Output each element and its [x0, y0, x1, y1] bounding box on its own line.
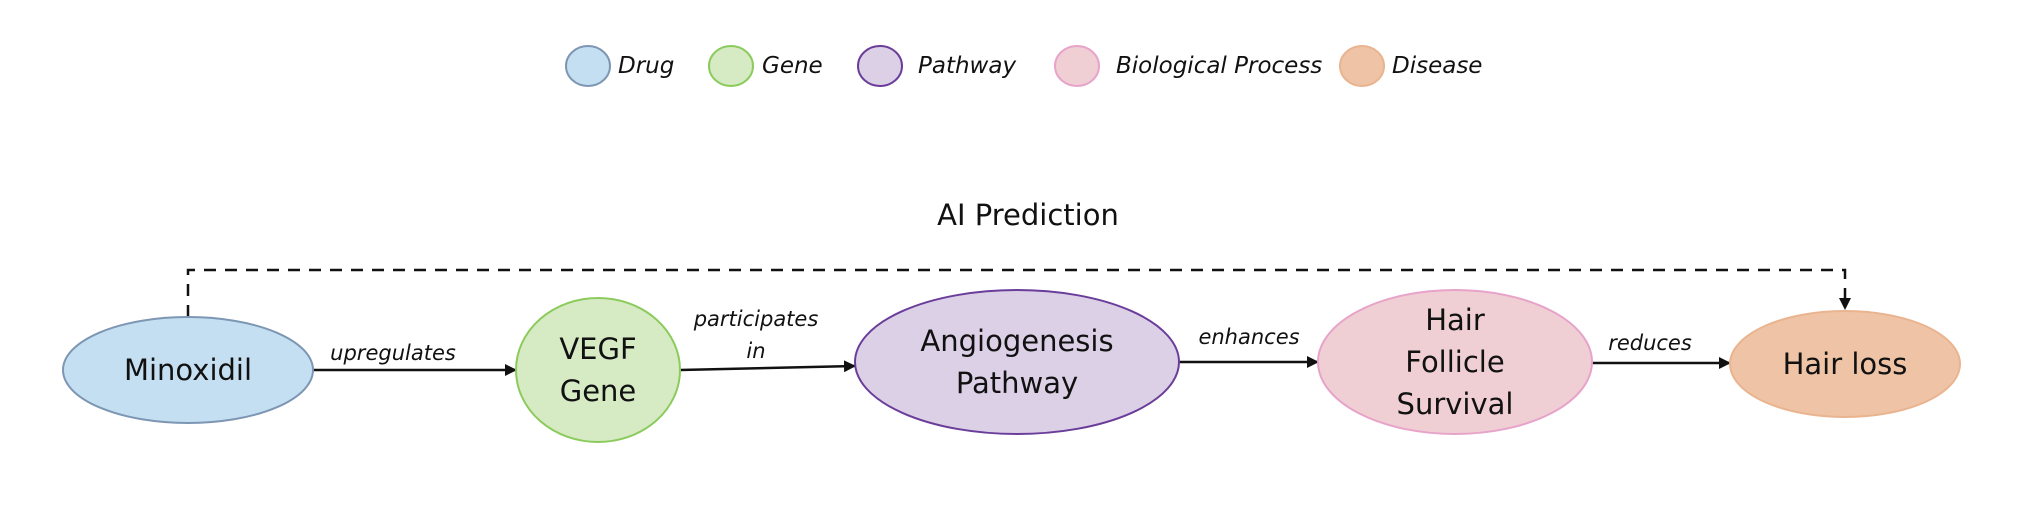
legend-item-gene: Gene: [708, 45, 823, 87]
node-label-follicle: Hair: [1425, 303, 1485, 337]
legend-item-disease: Disease: [1339, 45, 1482, 87]
node-label-angiogenesis: Angiogenesis: [920, 324, 1113, 358]
node-minoxidil[interactable]: Minoxidil: [62, 316, 314, 424]
legend-label-pathway: Pathway: [918, 53, 1016, 79]
predicted-edge: [186, 268, 1851, 317]
edge-label-minoxidil-vegf: upregulates: [330, 341, 456, 365]
legend: Drug Gene Pathway Biological Process Disease: [565, 45, 1482, 87]
legend-item-biological-process: Biological Process: [1054, 45, 1322, 87]
legend-label-gene: Gene: [762, 53, 823, 79]
node-label-vegf: Gene: [560, 374, 637, 408]
legend-item-pathway: Pathway: [857, 45, 1016, 87]
node-label-follicle: Follicle: [1405, 345, 1504, 379]
edge-label-follicle-hairloss: reduces: [1608, 331, 1692, 355]
node-shape-follicle: [1317, 289, 1593, 435]
legend-swatch-drug: [565, 45, 611, 87]
legend-label-biological-process: Biological Process: [1116, 53, 1322, 79]
edges: upregulates participates in enhances reduces: [313, 307, 1731, 376]
node-label-vegf: VEGF: [559, 332, 636, 366]
legend-label-disease: Disease: [1392, 53, 1482, 79]
node-shape-hairloss: [1729, 310, 1961, 418]
edge-vegf-angiogenesis: participates in: [679, 307, 856, 373]
node-label-hairloss: Hair loss: [1783, 347, 1908, 381]
node-label-follicle: Survival: [1397, 387, 1514, 421]
predicted-edge-path: [186, 268, 1851, 317]
node-label-angiogenesis: Pathway: [956, 366, 1078, 400]
node-shape-angiogenesis: [854, 289, 1180, 435]
node-shape-minoxidil: [62, 316, 314, 424]
edge-angiogenesis-follicle: enhances: [1179, 325, 1319, 368]
node-label-minoxidil: Minoxidil: [124, 353, 252, 387]
edge-follicle-hairloss: reduces: [1592, 331, 1731, 369]
edge-label-vegf-angiogenesis: in: [746, 339, 765, 363]
ai-prediction-label: AI Prediction: [937, 198, 1119, 232]
legend-swatch-disease: [1339, 45, 1385, 87]
node-vegf[interactable]: VEGF Gene: [515, 297, 681, 443]
node-hairloss[interactable]: Hair loss: [1729, 310, 1961, 418]
node-shape-vegf: [515, 297, 681, 443]
legend-label-drug: Drug: [618, 53, 674, 79]
legend-swatch-gene: [708, 45, 754, 87]
legend-swatch-pathway: [857, 45, 903, 87]
legend-swatch-biological-process: [1054, 45, 1100, 87]
edge-label-angiogenesis-follicle: enhances: [1198, 325, 1299, 349]
edge-minoxidil-vegf: upregulates: [313, 341, 517, 376]
edge-arrow: [679, 360, 856, 373]
legend-item-drug: Drug: [565, 45, 674, 87]
edge-label-vegf-angiogenesis: participates: [693, 307, 819, 331]
